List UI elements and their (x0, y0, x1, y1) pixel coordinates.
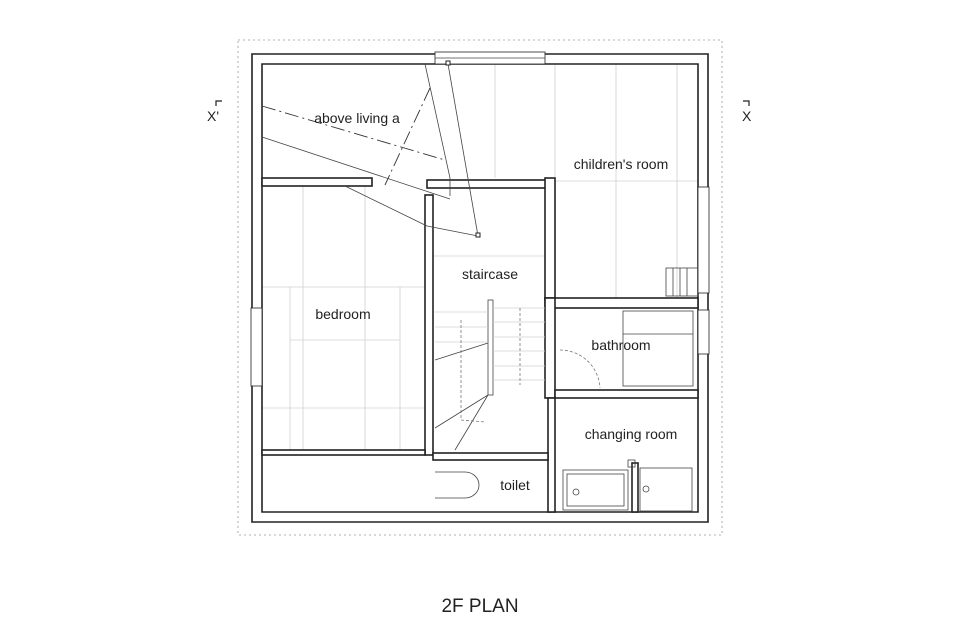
room-label-staircase: staircase (462, 266, 518, 282)
room-label-childrens-room: children's room (574, 156, 669, 172)
section-label-right: X (742, 108, 752, 124)
room-label-bathroom: bathroom (591, 337, 650, 353)
window-right-bath (697, 309, 710, 355)
floor-grid (262, 64, 698, 452)
section-mark-right: X (742, 100, 752, 124)
room-label-above-living: above living a (314, 110, 400, 126)
room-label-changing-room: changing room (585, 426, 678, 442)
stairs (434, 299, 545, 451)
washing-machine (639, 467, 693, 512)
window-right-upper (697, 186, 710, 294)
plan-title: 2F PLAN (441, 596, 518, 617)
window-left (250, 307, 263, 387)
void-lines (261, 60, 481, 238)
section-label-left: X' (207, 108, 219, 124)
room-label-bedroom: bedroom (315, 306, 370, 322)
site-boundary (237, 39, 723, 536)
section-mark-left: X' (207, 100, 222, 124)
shower-door-swing (559, 349, 601, 389)
ladder (665, 267, 699, 297)
room-label-toilet: toilet (500, 477, 530, 493)
bathtub (622, 310, 694, 387)
interior-walls (261, 177, 699, 513)
washbasin (562, 469, 629, 511)
toilet-bowl (435, 471, 480, 499)
